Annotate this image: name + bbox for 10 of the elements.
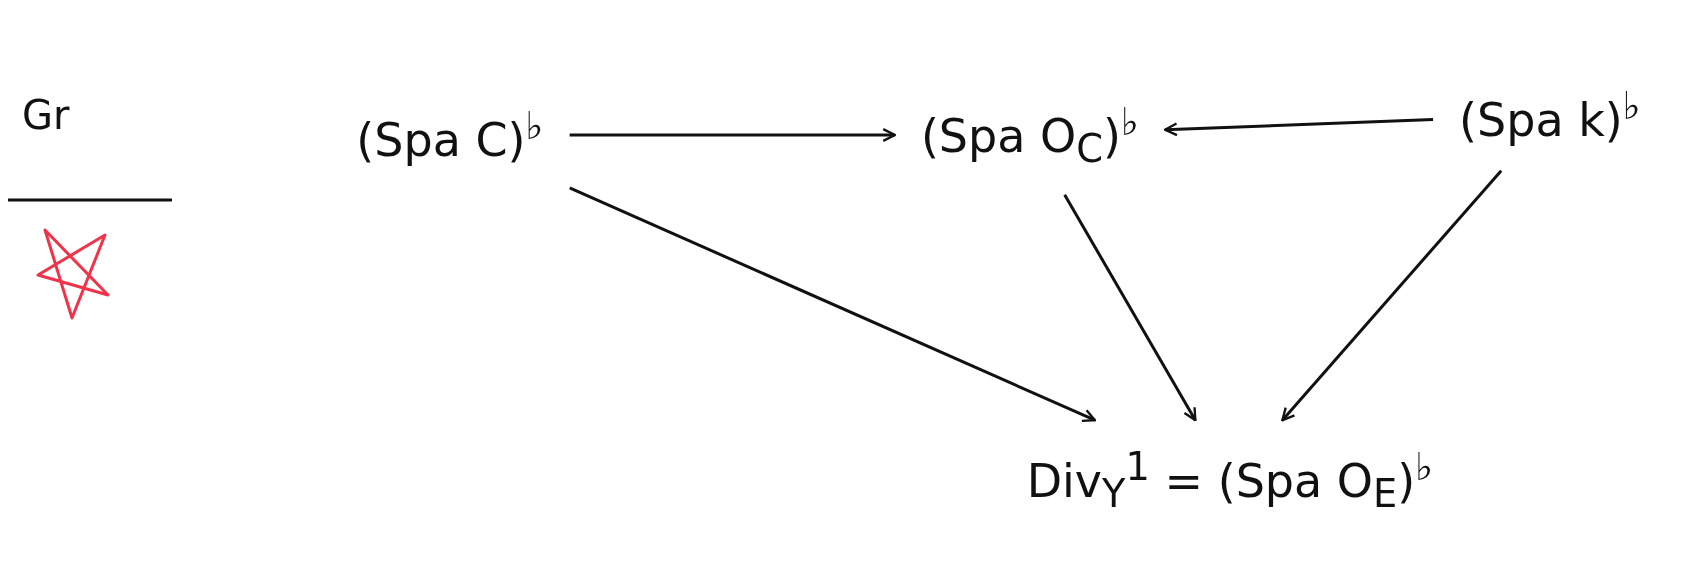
formula-label: (Spa k)$^{♭}$: [1453, 79, 1647, 151]
arrow: [569, 186, 1097, 422]
arrow: [1163, 118, 1434, 137]
formula-label: (Spa C)$^{♭}$: [350, 99, 550, 171]
group-label: Gr: [22, 92, 70, 138]
formula-label: (Spa O$_{C}$)$^{♭}$: [914, 95, 1146, 175]
arrow: [1063, 194, 1197, 422]
arrow: [569, 128, 897, 142]
formula-label: Div$_{Y}$$^{1}$ = (Spa O$_{E}$)$^{♭}$: [1020, 440, 1440, 520]
arrow: [1281, 169, 1503, 422]
